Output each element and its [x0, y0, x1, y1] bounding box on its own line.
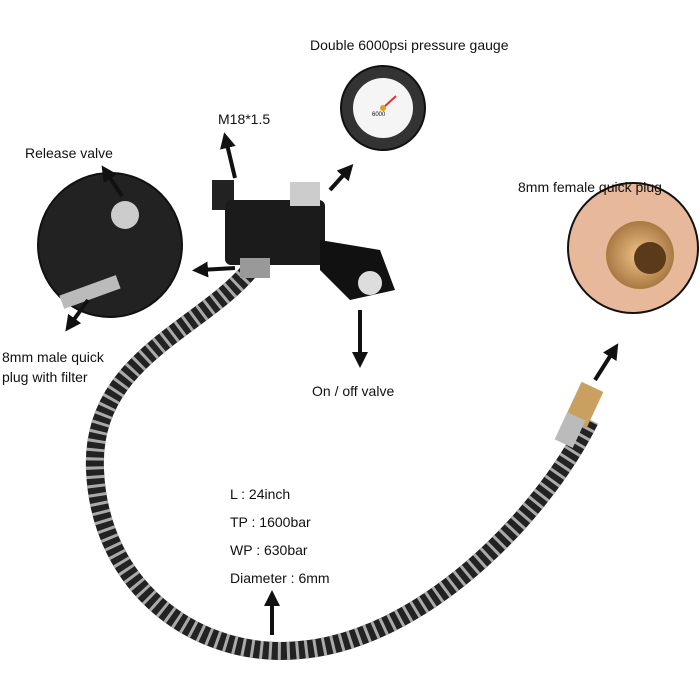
- arrows: [65, 132, 619, 635]
- label-male-plug-1: 8mm male quick: [2, 349, 104, 365]
- label-female-plug: 8mm female quick plug: [518, 179, 662, 195]
- label-on-off-valve: On / off valve: [312, 383, 395, 399]
- label-male-plug-2: plug with filter: [2, 369, 88, 385]
- label-thread: M18*1.5: [218, 111, 271, 127]
- gauge-callout: [340, 65, 426, 151]
- arrow-release-valve: [101, 165, 124, 198]
- hose: [85, 264, 599, 660]
- spec-length: L : 24inch: [230, 486, 291, 502]
- arrow-female: [593, 343, 619, 382]
- spec-working-pressure: WP : 630bar: [230, 542, 308, 558]
- release-valve-callout: [37, 172, 183, 318]
- arrow-thread: [220, 132, 237, 179]
- label-gauge: Double 6000psi pressure gauge: [310, 37, 509, 53]
- spec-test-pressure: TP : 1600bar: [230, 514, 311, 530]
- arrow-gauge: [328, 164, 354, 192]
- label-release-valve: Release valve: [25, 145, 113, 161]
- female-plug-callout: [567, 182, 699, 314]
- spec-diameter: Diameter : 6mm: [230, 570, 330, 586]
- brass-fitting: [554, 381, 604, 448]
- valve-body: [212, 180, 395, 300]
- arrow-release: [192, 261, 236, 278]
- gauge-face-text: 6000: [372, 112, 386, 118]
- arrow-male-plug: [65, 298, 90, 332]
